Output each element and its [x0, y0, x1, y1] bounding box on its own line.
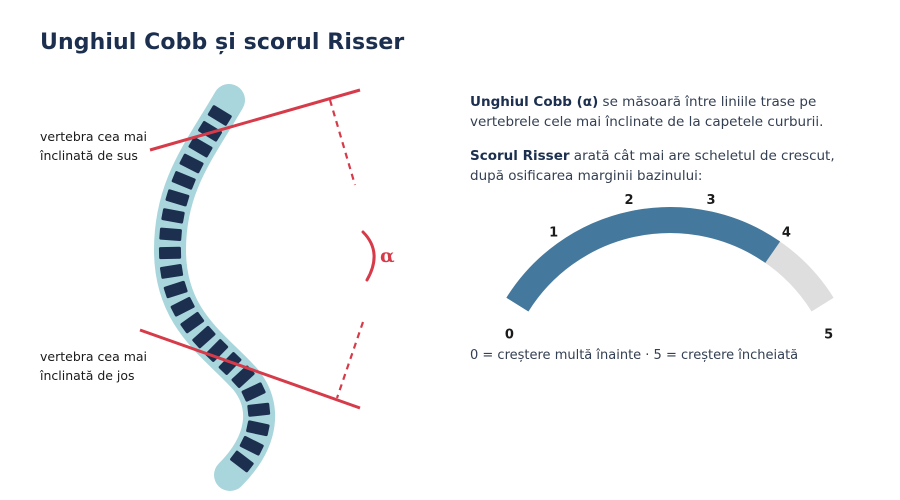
angle-arc — [361, 230, 376, 282]
gauge-fill — [506, 207, 781, 312]
vertebra — [159, 227, 182, 242]
vertebra — [158, 246, 182, 260]
risser-legend: 0 = creștere multă înainte · 5 = creșter… — [470, 348, 799, 363]
vertebrae-column — [158, 105, 271, 473]
gauge-tick-labels: 0 1 2 3 4 5 — [505, 193, 833, 342]
vertebra — [246, 420, 270, 437]
vertebra — [192, 325, 216, 349]
vertebra — [163, 280, 188, 299]
gauge-tick-5: 5 — [824, 328, 833, 343]
gauge-tick-2: 2 — [624, 193, 633, 208]
perpendicular-top — [328, 99, 357, 186]
risser-term: Scorul Risser — [470, 148, 570, 164]
gauge-tick-4: 4 — [782, 226, 791, 241]
vertebra — [188, 137, 213, 158]
vertebra — [239, 435, 264, 456]
vertebra — [165, 189, 190, 207]
vertebra — [207, 105, 232, 126]
cobb-text: se măsoară între liniile trase pe verteb… — [470, 94, 824, 130]
vertebra — [171, 171, 196, 190]
cobb-description: Unghiul Cobb (α) se măsoară între liniil… — [470, 92, 870, 132]
cobb-line-bottom — [139, 328, 361, 410]
cobb-line-top — [149, 88, 361, 152]
gauge-tick-0: 0 — [505, 328, 514, 343]
top-vertebra-label: vertebra cea mai înclinată de sus — [40, 129, 148, 163]
risser-description: Scorul Risser arată cât mai are scheletu… — [470, 146, 870, 186]
perpendicular-bottom — [335, 321, 365, 399]
vertebra — [230, 450, 254, 473]
vertebra — [247, 402, 271, 417]
vertebra — [231, 365, 255, 389]
page-title: Unghiul Cobb și scorul Risser — [40, 30, 405, 55]
risser-text: arată cât mai are scheletul de crescut, … — [470, 148, 835, 184]
vertebra — [170, 296, 195, 317]
vertebra — [161, 208, 185, 224]
vertebra — [159, 264, 184, 279]
vertebra — [241, 382, 266, 402]
angle-symbol: α — [380, 245, 395, 267]
bottom-vertebra-label: vertebra cea mai înclinată de jos — [40, 349, 148, 383]
gauge-tick-1: 1 — [549, 226, 558, 241]
gauge-tick-3: 3 — [706, 193, 715, 208]
vertebra — [180, 311, 205, 334]
vertebra — [179, 153, 204, 174]
cobb-term: Unghiul Cobb (α) — [470, 94, 599, 110]
